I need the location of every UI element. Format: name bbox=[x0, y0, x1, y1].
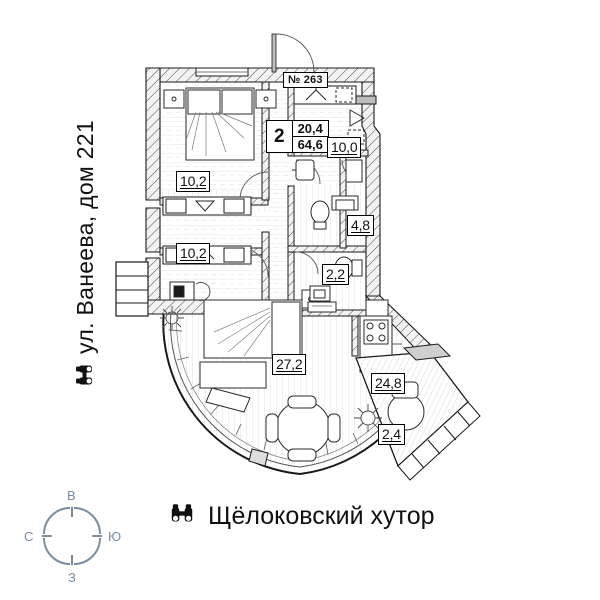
area-value: 2,4 bbox=[382, 426, 401, 442]
total-area-value: 64,6 bbox=[297, 137, 323, 152]
windows bbox=[195, 67, 249, 77]
area-value: 10,0 bbox=[331, 139, 358, 155]
apartment-badge: 2 20,4 64,6 bbox=[266, 120, 329, 153]
area-balcony: 2,4 bbox=[378, 424, 405, 445]
area-kitchen: 24,8 bbox=[371, 373, 406, 394]
area-bathroom: 4,8 bbox=[347, 215, 374, 236]
flat-number-label: № 263 bbox=[283, 72, 328, 88]
compass-west-label: С bbox=[24, 529, 33, 544]
binoculars-icon bbox=[168, 500, 196, 533]
street-name: ул. Ванеева, дом 221 bbox=[71, 120, 98, 354]
area-bedroom-lower: 10,2 bbox=[176, 243, 211, 264]
compass-north-label: В bbox=[67, 488, 76, 503]
area-value: 24,8 bbox=[375, 375, 402, 391]
living-area-value: 20,4 bbox=[292, 121, 328, 137]
area-wc: 2,2 bbox=[322, 264, 349, 285]
area-value: 27,2 bbox=[276, 356, 303, 372]
compass-east-label: Ю bbox=[108, 529, 121, 544]
area-stack: 20,4 64,6 bbox=[291, 121, 328, 152]
complex-name: Щёлоковский хутор bbox=[208, 502, 435, 530]
compass-rose: В С Ю З bbox=[22, 487, 126, 585]
area-bedroom-upper: 10,2 bbox=[176, 171, 211, 192]
furniture-dining-table bbox=[265, 395, 341, 462]
furniture-bedroom-lower bbox=[160, 281, 211, 330]
complex-caption: Щёлоковский хутор bbox=[168, 500, 435, 533]
room-count: 2 bbox=[274, 125, 285, 147]
area-living-room: 27,2 bbox=[272, 354, 307, 375]
entrance-door bbox=[271, 33, 315, 73]
furniture-sofa bbox=[199, 289, 321, 413]
plant-icon-balcony bbox=[354, 404, 382, 432]
hall-wardrobe bbox=[293, 85, 377, 145]
left-loggia bbox=[115, 261, 205, 317]
street-label: ул. Ванеева, дом 221 bbox=[62, 120, 108, 420]
balcony-railing bbox=[397, 401, 481, 481]
fixtures-bathroom bbox=[292, 159, 363, 230]
compass-south-label: З bbox=[68, 570, 76, 585]
area-value: 4,8 bbox=[351, 217, 370, 233]
area-value: 10,2 bbox=[180, 173, 207, 189]
area-hall: 10,0 bbox=[327, 137, 362, 158]
plant-icon bbox=[160, 306, 184, 330]
area-value: 10,2 bbox=[180, 245, 207, 261]
furniture-bedroom-upper bbox=[163, 87, 277, 161]
wardrobes bbox=[162, 196, 252, 265]
area-value: 2,2 bbox=[326, 266, 345, 282]
binoculars-icon bbox=[72, 362, 98, 393]
